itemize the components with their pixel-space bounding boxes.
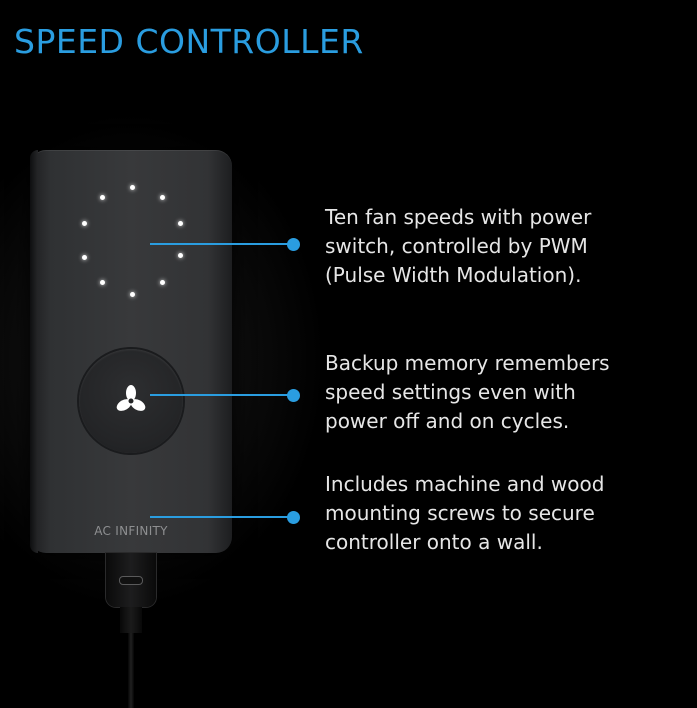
speed-led: [82, 255, 87, 260]
speed-led: [100, 280, 105, 285]
callout-dot: [287, 238, 300, 251]
speed-led: [130, 292, 135, 297]
speed-controller-device: AC INFINITY: [30, 150, 232, 553]
callout-dot: [287, 511, 300, 524]
speed-led: [160, 280, 165, 285]
brand-label: AC INFINITY: [94, 524, 168, 538]
device-side-edge: [30, 150, 38, 553]
speed-led: [178, 253, 183, 258]
callout-dot: [287, 389, 300, 402]
fan-icon: [116, 385, 146, 411]
callout-text-mounting: Includes machine and wood mounting screw…: [325, 472, 605, 554]
cable-strain-relief: [120, 607, 142, 633]
callout-line: [150, 243, 294, 245]
usb-c-port-icon: [119, 576, 143, 585]
speed-led: [130, 185, 135, 190]
speed-led: [178, 221, 183, 226]
speed-led: [160, 195, 165, 200]
fan-speed-button[interactable]: [79, 349, 183, 453]
callout-line: [150, 516, 294, 518]
usb-c-plug: [106, 553, 156, 607]
callout-text-pwm: Ten fan speeds with power switch, contro…: [325, 205, 592, 287]
callout-text-memory: Backup memory remembers speed settings e…: [325, 351, 610, 433]
page-title: SPEED CONTROLLER: [14, 22, 364, 61]
power-cable: [128, 633, 134, 708]
speed-led: [100, 195, 105, 200]
callout-line: [150, 394, 294, 396]
speed-led: [82, 221, 87, 226]
